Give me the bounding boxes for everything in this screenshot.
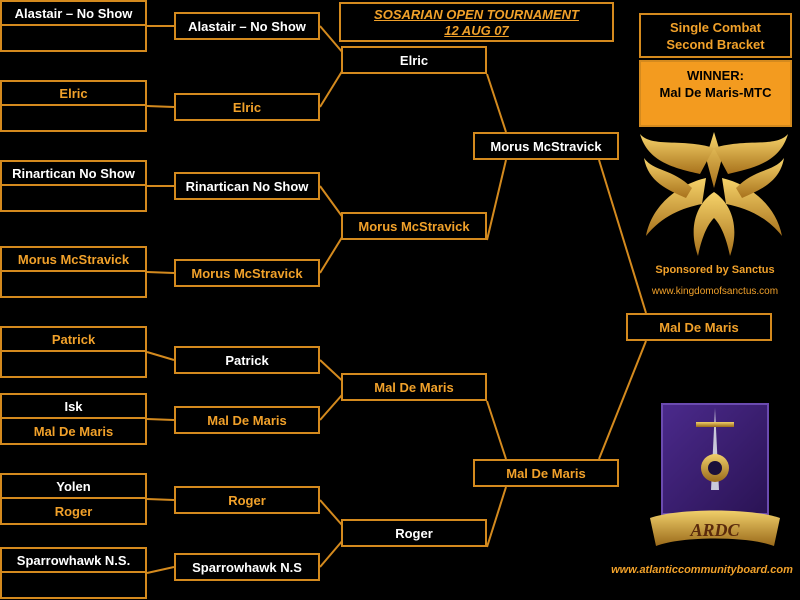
entrant-name-bottom: Mal De Maris (33, 423, 114, 439)
entrant-name-top: Morus McStravick (2, 248, 145, 272)
entrant-connector (146, 351, 175, 361)
entrant-slot: Alastair – No Show (0, 0, 147, 52)
info-line2: Second Bracket (666, 37, 765, 52)
entrant-name-top: Isk (2, 395, 145, 419)
winner-label: WINNER: (686, 68, 745, 83)
entrant-connector (146, 105, 175, 108)
round2-box: Morus McStravick (341, 212, 487, 240)
entrant-name-bottom (2, 26, 145, 50)
entrant-name-bottom: Roger (54, 503, 93, 519)
round2-connector (486, 159, 507, 241)
round1-box: Sparrowhawk N.S (174, 553, 320, 581)
round2-box: Elric (341, 46, 487, 74)
entrant-slot: Patrick (0, 326, 147, 378)
round1-box: Patrick (174, 346, 320, 374)
round1-box: Mal De Maris (174, 406, 320, 434)
entrant-name-bottom (2, 272, 145, 296)
entrant-name-bottom (2, 573, 145, 597)
round2-box: Roger (341, 519, 487, 547)
sanctus-tribal-logo-icon (640, 132, 788, 256)
entrant-name-top: Rinartican No Show (2, 162, 145, 186)
bracket-info-box: Single Combat Second Bracket (639, 13, 792, 58)
entrant-name-top: Yolen (2, 475, 145, 499)
entrant-slot: Rinartican No Show (0, 160, 147, 212)
round2-connector (486, 486, 507, 548)
entrant-connector (146, 566, 175, 574)
round1-box: Morus McStravick (174, 259, 320, 287)
final-connector (598, 340, 647, 460)
title-line2: 12 AUG 07 (444, 23, 509, 38)
sponsor-url[interactable]: www.kingdomofsanctus.com (651, 286, 779, 297)
entrant-name-top: Patrick (2, 328, 145, 352)
entrant-name-bottom (2, 186, 145, 210)
round1-box: Roger (174, 486, 320, 514)
entrant-connector (146, 418, 175, 421)
final-connector (598, 159, 647, 314)
round2-connector (486, 73, 507, 133)
winner-name: Mal De Maris-MTC (659, 85, 772, 100)
round3-box: Morus McStravick (473, 132, 619, 160)
entrant-slot: Sparrowhawk N.S. (0, 547, 147, 599)
round1-box: Rinartican No Show (174, 172, 320, 200)
round1-box: Alastair – No Show (174, 12, 320, 40)
info-line1: Single Combat (669, 20, 761, 35)
entrant-name-top: Alastair – No Show (2, 2, 145, 26)
tournament-title: SOSARIAN OPEN TOURNAMENT 12 AUG 07 (339, 2, 614, 42)
entrant-connector (146, 498, 175, 501)
round2-connector (486, 400, 507, 460)
entrant-name-bottom (2, 106, 145, 130)
sponsor-text: Sponsored by Sanctus (655, 264, 775, 276)
round1-box: Elric (174, 93, 320, 121)
entrant-name-bottom (2, 352, 145, 376)
entrant-connector (146, 271, 175, 274)
round3-box: Mal De Maris (473, 459, 619, 487)
entrant-slot: Elric (0, 80, 147, 132)
final-box: Mal De Maris (626, 313, 772, 341)
entrant-name-top: Sparrowhawk N.S. (2, 549, 145, 573)
footer-url[interactable]: www.atlanticcommunityboard.com (611, 564, 793, 576)
entrant-name-top: Elric (2, 82, 145, 106)
entrant-slot: Morus McStravick (0, 246, 147, 298)
shield-logo-text: ARDC (689, 520, 740, 540)
title-line1: SOSARIAN OPEN TOURNAMENT (374, 7, 579, 22)
winner-box: WINNER: Mal De Maris-MTC (639, 60, 792, 127)
round2-box: Mal De Maris (341, 373, 487, 401)
ardc-shield-logo-icon: ARDC (650, 403, 780, 546)
